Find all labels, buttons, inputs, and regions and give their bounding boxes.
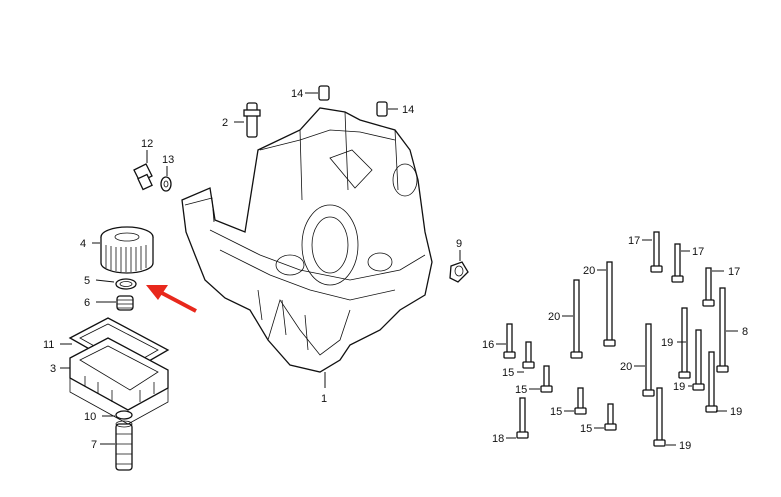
- part-14-dowel-a[interactable]: [318, 85, 330, 101]
- part-9-cap[interactable]: [449, 261, 469, 283]
- bolt-19b[interactable]: [692, 329, 705, 391]
- callout-20a: 20: [583, 265, 595, 277]
- callout-16: 16: [482, 339, 494, 351]
- part-7-oil-strainer[interactable]: [115, 420, 133, 471]
- callout-17b: 17: [692, 246, 704, 258]
- bolt-15c[interactable]: [574, 387, 587, 415]
- bolt-19a[interactable]: [678, 307, 691, 379]
- callout-11: 11: [43, 339, 54, 351]
- bolt-8[interactable]: [716, 287, 729, 373]
- red-arrow-icon: [146, 285, 197, 313]
- callout-13: 13: [162, 154, 174, 166]
- bolt-15a[interactable]: [522, 341, 535, 369]
- callout-12: 12: [141, 138, 153, 150]
- callout-19a: 19: [661, 337, 673, 349]
- callout-7: 7: [91, 439, 97, 451]
- bolt-16[interactable]: [503, 323, 516, 359]
- part-14-dowel-b[interactable]: [376, 101, 388, 117]
- crankcase-lower[interactable]: [181, 107, 433, 373]
- bolt-17c[interactable]: [702, 267, 715, 307]
- callout-20b: 20: [548, 311, 560, 323]
- bolt-20b[interactable]: [570, 279, 583, 359]
- callout-8: 8: [742, 326, 748, 338]
- bolt-18[interactable]: [516, 397, 529, 439]
- callout-17a: 17: [628, 235, 640, 247]
- callout-9: 9: [456, 238, 462, 250]
- callout-15a: 15: [502, 367, 514, 379]
- callout-14a: 14: [291, 88, 303, 100]
- callout-14b: 14: [402, 104, 414, 116]
- bolt-17a[interactable]: [650, 231, 663, 273]
- callout-19d: 19: [679, 440, 691, 452]
- bolt-20c[interactable]: [642, 323, 655, 397]
- callout-19b: 19: [673, 381, 685, 393]
- bolt-19c[interactable]: [705, 351, 718, 413]
- callout-5: 5: [84, 275, 90, 287]
- part-3-oil-pan[interactable]: [69, 337, 169, 425]
- part-5-o-ring[interactable]: [115, 278, 137, 290]
- callout-6: 6: [84, 297, 90, 309]
- callout-17c: 17: [728, 266, 740, 278]
- callout-18: 18: [492, 433, 504, 445]
- callout-10: 10: [84, 411, 96, 423]
- callout-3: 3: [50, 363, 56, 375]
- callout-19c: 19: [730, 406, 742, 418]
- callout-4: 4: [80, 238, 86, 250]
- part-10-o-ring[interactable]: [115, 410, 133, 420]
- part-12-drain-bolt[interactable]: [133, 163, 153, 191]
- callout-2: 2: [222, 117, 228, 129]
- bolt-15b[interactable]: [540, 365, 553, 393]
- callout-15c: 15: [550, 406, 562, 418]
- part-4-oil-filter[interactable]: [100, 226, 154, 274]
- callout-15b: 15: [515, 384, 527, 396]
- part-6-spring[interactable]: [116, 295, 134, 311]
- callout-15d: 15: [580, 423, 592, 435]
- callout-1: 1: [321, 393, 327, 405]
- part-2-oil-jet[interactable]: [243, 102, 261, 138]
- bolt-20a[interactable]: [603, 261, 616, 347]
- bolt-17b[interactable]: [671, 243, 684, 283]
- part-13-sealing-washer[interactable]: [160, 176, 172, 192]
- callout-20c: 20: [620, 361, 632, 373]
- bolt-15d[interactable]: [604, 403, 617, 431]
- bolt-19d[interactable]: [653, 387, 666, 447]
